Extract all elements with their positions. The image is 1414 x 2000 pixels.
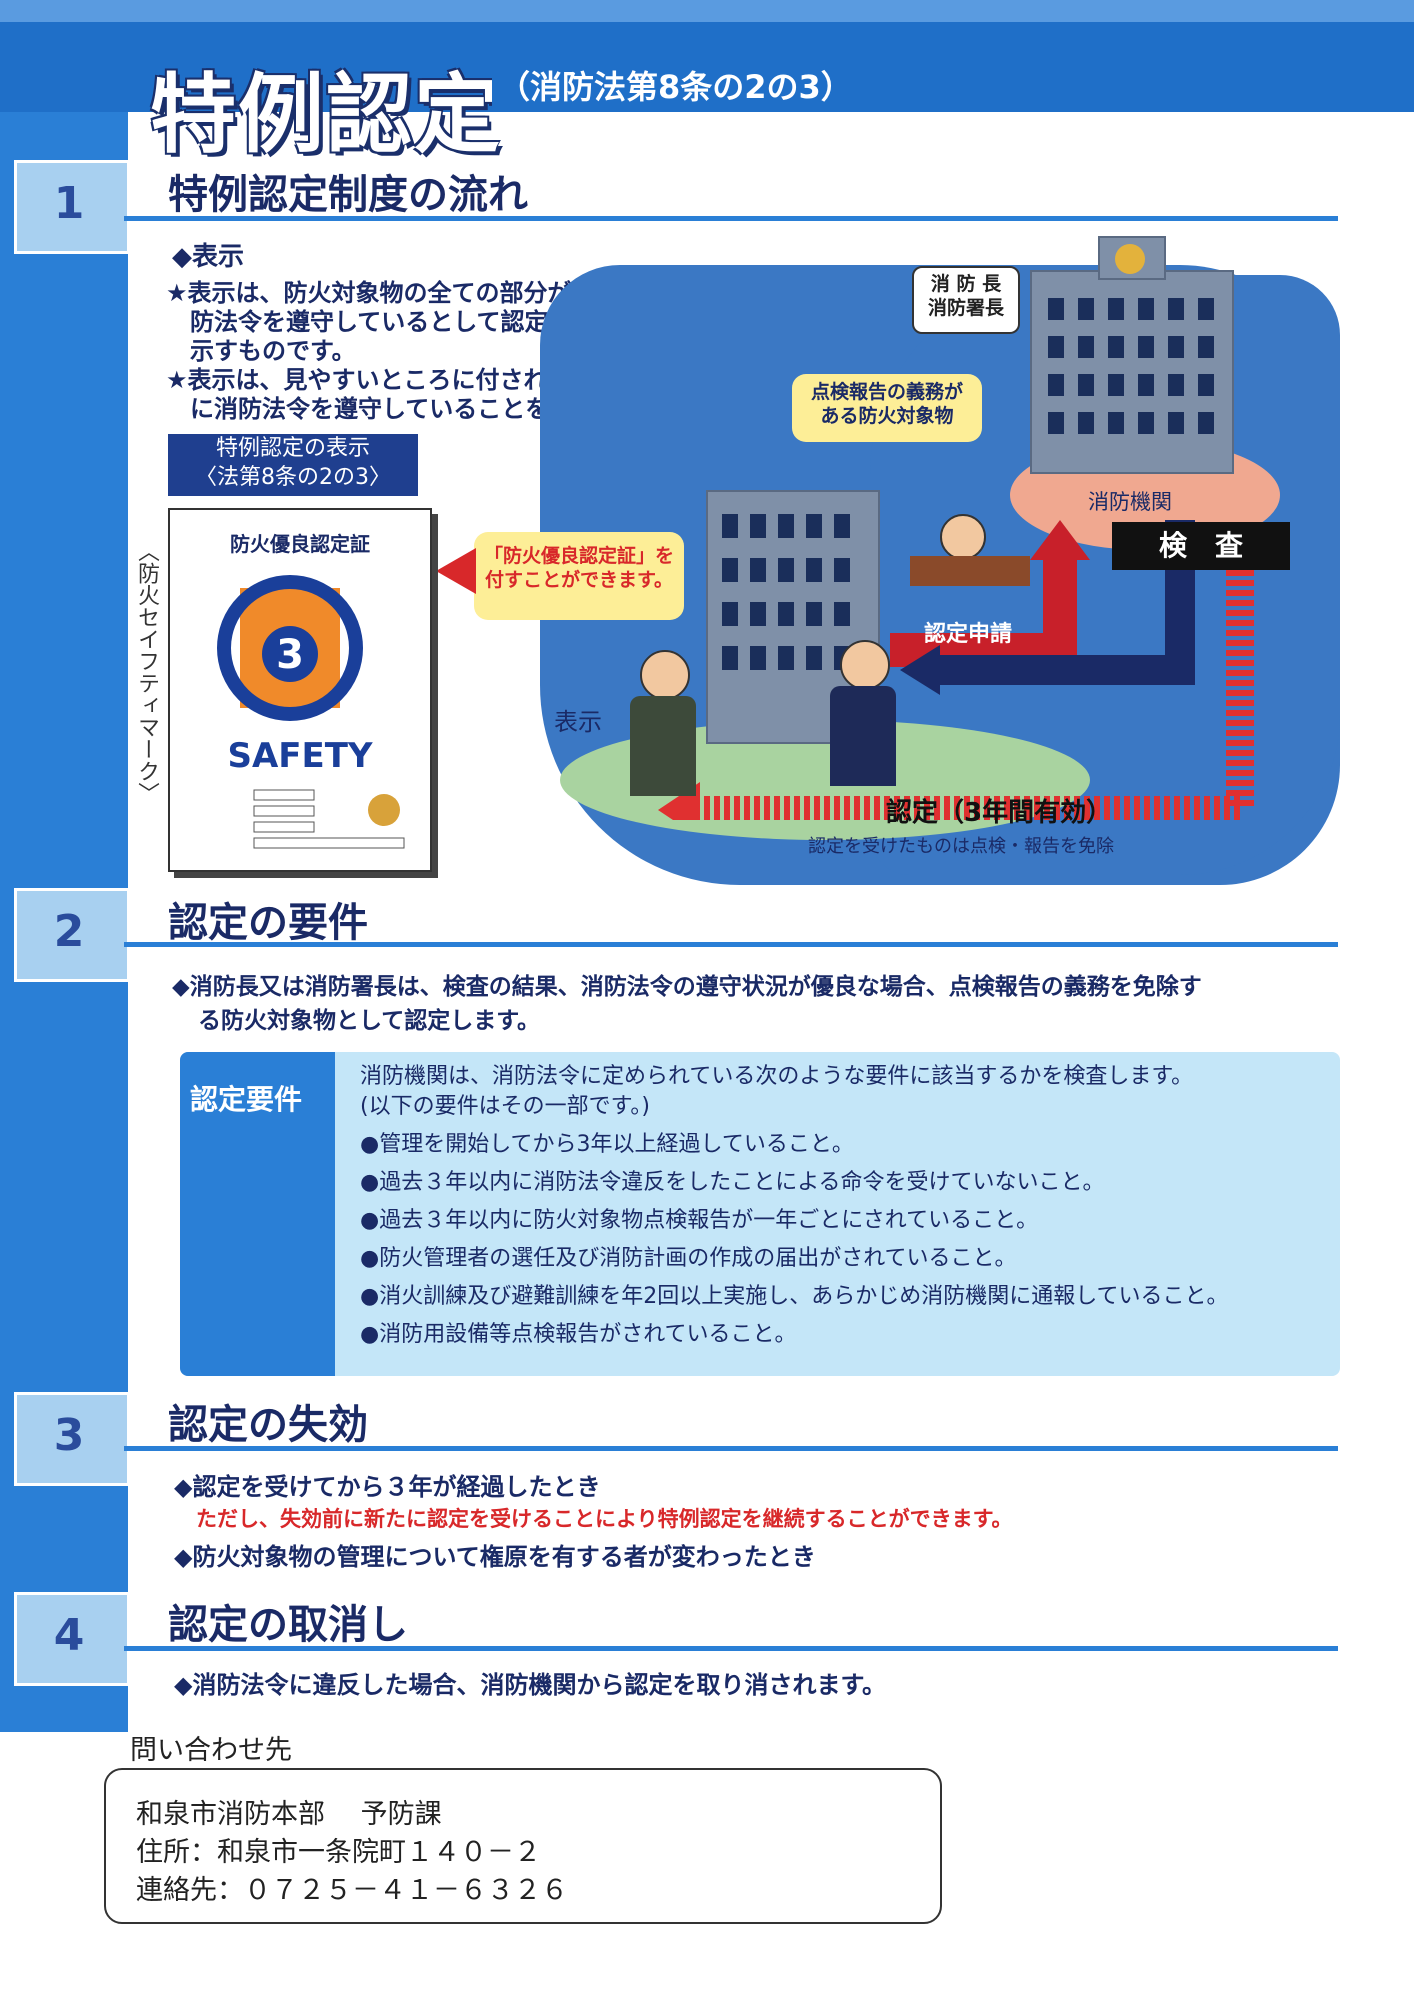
requirement-item: ●消火訓練及び避難訓練を年2回以上実施し、あらかじめ消防機関に通報していること。 bbox=[360, 1284, 1229, 1309]
expiry-note: ただし、失効前に新たに認定を受けることにより特例認定を継続することができます。 bbox=[196, 1507, 1013, 1531]
page-title: 特例認定 bbox=[150, 65, 502, 165]
apply-label: 認定申請 bbox=[924, 622, 1013, 647]
requirement-summary-1: ◆消防長又は消防署長は、検査の結果、消防法令の遵守状況が優良な場合、点検報告の義… bbox=[172, 974, 1202, 1000]
section-3-rule bbox=[124, 1446, 1338, 1451]
requirement-item: ●消防用設備等点検報告がされていること。 bbox=[360, 1322, 797, 1347]
safety-mark-icon: 3 bbox=[217, 575, 363, 721]
section-3-number: 3 bbox=[53, 1410, 85, 1461]
requirements-panel bbox=[180, 1052, 1340, 1376]
card-callout-line1: 「防火優良認定証」を bbox=[483, 545, 674, 567]
section-2-title: 認定の要件 bbox=[168, 900, 368, 946]
contact-dept: 和泉市消防本部 予防課 bbox=[136, 1799, 442, 1830]
section-2-number: 2 bbox=[53, 906, 85, 957]
section-3-number-box bbox=[14, 1392, 130, 1486]
exemption-note: 認定を受けたものは点検・報告を免除 bbox=[808, 836, 1114, 857]
inspection-label: 検 査 bbox=[1112, 522, 1290, 570]
certificate-card: 防火優良認定証 3 SAFETY bbox=[168, 508, 432, 872]
section-2-rule bbox=[124, 942, 1338, 947]
requirement-item: ●過去３年以内に消防法令違反をしたことによる命令を受けていないこと。 bbox=[360, 1170, 1105, 1195]
section-4-rule bbox=[124, 1646, 1338, 1651]
section-4-title: 認定の取消し bbox=[168, 1602, 408, 1648]
flow-arrows bbox=[658, 520, 1254, 820]
owner-figure-head bbox=[640, 650, 690, 700]
requirements-intro-2: (以下の要件はその一部です。) bbox=[360, 1094, 650, 1119]
section-2-number-box bbox=[14, 888, 130, 982]
display-label-box: 特例認定の表示 〈法第8条の2の3〉 bbox=[168, 434, 418, 496]
card-number: 3 bbox=[276, 632, 304, 678]
card-callout: 「防火優良認定証」を 付すことができます。 bbox=[474, 532, 684, 620]
certification-label: 認定（3年間有効） bbox=[886, 798, 1113, 828]
expiry-item-1: ◆認定を受けてから３年が経過したとき bbox=[174, 1473, 601, 1501]
display-label-line2: 〈法第8条の2の3〉 bbox=[195, 465, 391, 490]
display-text-1c: 示すものです。 bbox=[190, 337, 356, 365]
chief-tag-line2: 消防署長 bbox=[927, 297, 1004, 319]
contact-phone: 連絡先：０７２５－４１－６３２６ bbox=[136, 1875, 568, 1906]
requirements-intro-1: 消防機関は、消防法令に定められている次のような要件に該当するかを検査します。 bbox=[360, 1064, 1194, 1089]
page-subtitle: （消防法第8条の2の3） bbox=[492, 60, 859, 110]
requirement-item: ●管理を開始してから3年以上経過していること。 bbox=[360, 1132, 854, 1157]
chief-desk bbox=[910, 556, 1030, 586]
section-1-title: 特例認定制度の流れ bbox=[168, 172, 528, 218]
contact-box bbox=[104, 1768, 942, 1924]
building-callout: 点検報告の義務が ある防火対象物 bbox=[792, 374, 982, 442]
agency-windows bbox=[1048, 298, 1214, 434]
card-form-lines bbox=[253, 789, 405, 849]
emblem-icon bbox=[1115, 244, 1145, 274]
card-safety: SAFETY bbox=[227, 736, 373, 776]
section-3-title: 認定の失効 bbox=[168, 1402, 368, 1448]
section-1-number: 1 bbox=[53, 178, 85, 229]
contact-address: 住所：和泉市一条院町１４０－２ bbox=[136, 1837, 541, 1868]
requirements-label-box: 認定要件 bbox=[180, 1052, 335, 1376]
chief-tag: 消 防 長 消防署長 bbox=[912, 266, 1020, 334]
display-heading: ◆表示 bbox=[172, 242, 244, 272]
target-building-windows bbox=[722, 514, 850, 670]
contact-heading: 問い合わせ先 bbox=[130, 1735, 292, 1766]
section-4-number: 4 bbox=[53, 1610, 85, 1661]
safety-mark-vertical-label: 〈防火セイフティマーク〉 bbox=[134, 540, 159, 804]
card-callout-line2: 付すことができます。 bbox=[484, 569, 674, 591]
building-callout-line1: 点検報告の義務が bbox=[810, 381, 963, 403]
owner-figure-body bbox=[630, 696, 696, 796]
chief-figure-head bbox=[940, 514, 986, 560]
officer-figure-body bbox=[830, 686, 896, 786]
section-1-number-box bbox=[14, 160, 130, 254]
building-callout-line2: ある防火対象物 bbox=[820, 405, 954, 427]
requirements-label: 認定要件 bbox=[190, 1083, 303, 1116]
requirement-item: ●防火管理者の選任及び消防計画の作成の届出がされていること。 bbox=[360, 1246, 1017, 1271]
display-label: 表示 bbox=[554, 708, 602, 736]
requirement-summary-2: る防火対象物として認定します。 bbox=[198, 1008, 541, 1034]
agency-label: 消防機関 bbox=[1088, 490, 1172, 514]
section-1-rule bbox=[124, 216, 1338, 221]
chief-tag-line1: 消 防 長 bbox=[930, 273, 1002, 295]
requirement-item: ●過去３年以内に防火対象物点検報告が一年ごとにされていること。 bbox=[360, 1208, 1039, 1233]
left-arrow-icon bbox=[436, 548, 476, 594]
revocation-item: ◆消防法令に違反した場合、消防機関から認定を取り消されます。 bbox=[174, 1671, 887, 1699]
card-title: 防火優良認定証 bbox=[230, 532, 370, 556]
expiry-item-2: ◆防火対象物の管理について権原を有する者が変わったとき bbox=[174, 1543, 816, 1571]
section-4-number-box bbox=[14, 1592, 130, 1686]
display-label-line1: 特例認定の表示 bbox=[215, 436, 370, 461]
officer-figure-head bbox=[840, 640, 890, 690]
